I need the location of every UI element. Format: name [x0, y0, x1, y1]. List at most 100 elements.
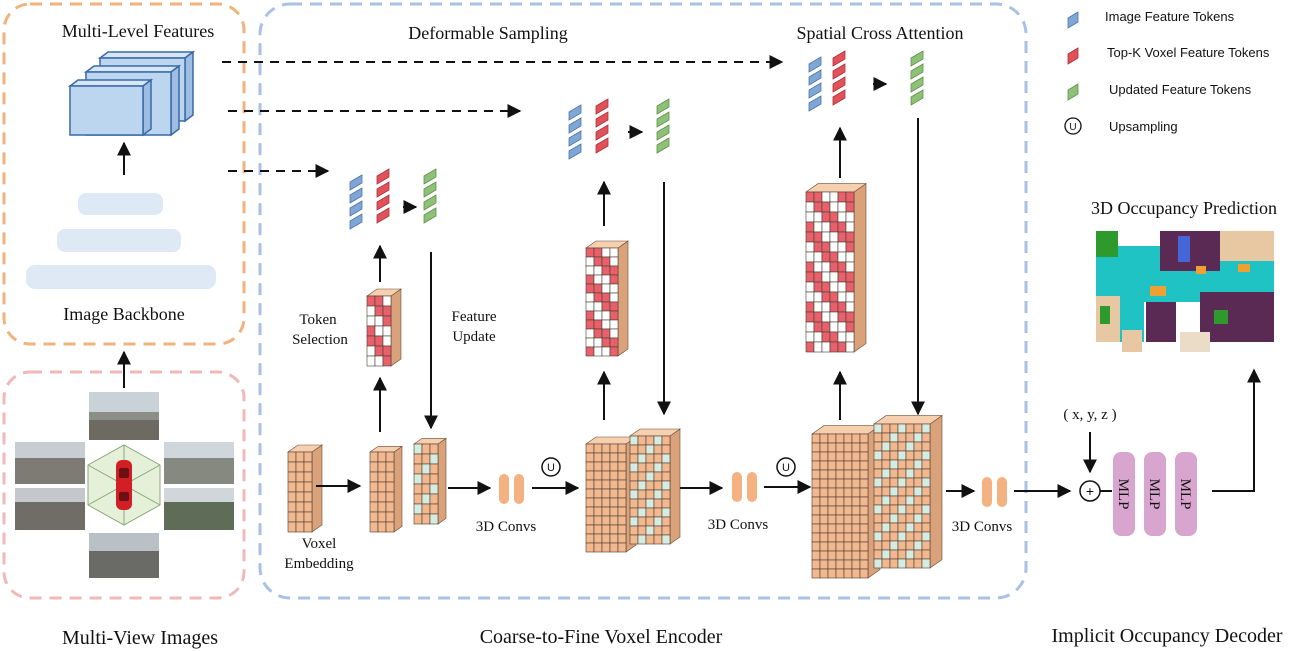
- mlp-block-1: MLP: [1113, 452, 1135, 536]
- upsample-1: U: [541, 457, 561, 477]
- svg-text:U: U: [547, 462, 555, 474]
- conv-label-2: 3D Convs: [708, 517, 769, 533]
- coord-input-label: ( x, y, z ): [1063, 407, 1116, 423]
- level2-image-tokens-token: [568, 130, 582, 147]
- level3-updated-tokens-token: [910, 63, 924, 80]
- level1-updated-tokens-token: [423, 181, 437, 198]
- level3-topk-tokens-token: [832, 63, 846, 80]
- backbone-level-2: [57, 229, 181, 252]
- level2-updated-tokens-token: [656, 124, 670, 141]
- feature-update-label-2: Update: [452, 329, 496, 345]
- level2-updated-tokens: [656, 98, 670, 154]
- level2-voxel-grid: [585, 436, 637, 553]
- level1-topk-tokens: [376, 168, 390, 224]
- backbone-level-1: [78, 193, 163, 215]
- level2-topk-tokens-token: [595, 111, 609, 128]
- multi-view-images: [15, 392, 234, 578]
- level3-voxel-grid: [811, 425, 881, 579]
- feature-map-1: [67, 78, 154, 137]
- level2-image-tokens-token: [568, 117, 582, 134]
- multi-level-features-label: Multi-Level Features: [62, 21, 214, 41]
- level3-topk-tokens-token: [832, 76, 846, 93]
- level1-image-tokens-token: [349, 200, 363, 217]
- mlp-block-2: MLP: [1144, 452, 1166, 536]
- level3-topk-tokens: [832, 50, 846, 106]
- token-selection-label-1: Token: [299, 312, 337, 328]
- level2-updated-tokens-token: [656, 98, 670, 115]
- encoder-group-box: [258, 2, 1028, 600]
- level1-topk-tokens-token: [376, 168, 390, 185]
- level1-topk-tokens-token: [376, 181, 390, 198]
- level3-updated-voxel-grid: [873, 415, 943, 569]
- level1-voxel-grid: [369, 445, 403, 533]
- level3-image-tokens: [808, 56, 822, 112]
- legend-image-tokens: Image Feature Tokens: [1067, 9, 1235, 29]
- feature-maps: [67, 50, 196, 137]
- caption-encoder: Coarse-to-Fine Voxel Encoder: [480, 626, 723, 648]
- level2-topk-tokens: [595, 98, 609, 154]
- voxel-embedding-label-2: Embedding: [284, 556, 354, 572]
- level2-updated-tokens-token: [656, 111, 670, 128]
- token-selection-label-2: Selection: [292, 332, 348, 348]
- level3-token-selection-grid: [805, 183, 867, 353]
- level1-updated-tokens: [423, 168, 437, 224]
- level1-image-tokens-token: [349, 174, 363, 191]
- level2-topk-tokens-token: [595, 137, 609, 154]
- level3-updated-tokens: [910, 50, 924, 106]
- level2-token-selection-grid: [585, 240, 629, 357]
- conv-block-3: [982, 477, 1007, 507]
- svg-text:Updated Feature Tokens: Updated Feature Tokens: [1109, 82, 1252, 97]
- legend-upsampling: U Upsampling: [1064, 117, 1178, 135]
- svg-text:MLP: MLP: [1115, 479, 1131, 510]
- level1-token-selection-grid: [366, 288, 402, 367]
- level1-topk-tokens-token: [376, 194, 390, 211]
- level1-topk-tokens-token: [376, 207, 390, 224]
- mlp-to-prediction-arrow: [1212, 368, 1261, 492]
- level1-image-tokens-token: [349, 213, 363, 230]
- level3-image-tokens-token: [808, 56, 822, 73]
- level2-image-tokens-token: [568, 143, 582, 160]
- svg-text:MLP: MLP: [1177, 479, 1193, 510]
- level1-updated-tokens-token: [423, 168, 437, 185]
- svg-text:+: +: [1086, 483, 1094, 499]
- level1-updated-voxel-grid: [413, 437, 447, 525]
- mlp-block-3: MLP: [1175, 452, 1197, 536]
- backbone-group-box: [2, 2, 246, 346]
- backbone-level-3: [26, 265, 216, 289]
- ego-car-icon: [116, 460, 132, 510]
- legend-topk-tokens: Top-K Voxel Feature Tokens: [1067, 45, 1270, 65]
- voxel-embedding-grid: [287, 444, 323, 533]
- level1-image-tokens: [349, 174, 363, 230]
- level1-updated-tokens-token: [423, 207, 437, 224]
- image-backbone-label: Image Backbone: [63, 304, 184, 324]
- caption-multi-view-images: Multi-View Images: [62, 627, 218, 649]
- level3-updated-tokens-token: [910, 50, 924, 67]
- level2-updated-voxel-grid: [629, 428, 681, 545]
- svg-text:U: U: [1069, 122, 1076, 133]
- svg-text:Upsampling: Upsampling: [1109, 119, 1178, 134]
- conv-label-1: 3D Convs: [476, 519, 537, 535]
- legend: Image Feature Tokens Top-K Voxel Feature…: [1064, 9, 1270, 135]
- level2-image-tokens-token: [568, 104, 582, 121]
- level3-topk-tokens-token: [832, 50, 846, 67]
- level2-updated-tokens-token: [656, 137, 670, 154]
- level2-image-tokens: [568, 104, 582, 160]
- conv-block-2: [732, 472, 757, 502]
- level3-topk-tokens-token: [832, 89, 846, 106]
- conv-block-1: [499, 474, 524, 504]
- upsample-2: U: [776, 457, 796, 477]
- sum-node: +: [1079, 480, 1101, 502]
- svg-text:Image Feature Tokens: Image Feature Tokens: [1105, 9, 1235, 24]
- occupancy-prediction-image: [1096, 231, 1274, 357]
- level3-updated-tokens-token: [910, 76, 924, 93]
- level2-topk-tokens-token: [595, 124, 609, 141]
- svg-text:Top-K Voxel Feature Tokens: Top-K Voxel Feature Tokens: [1107, 45, 1270, 60]
- svg-text:U: U: [782, 462, 790, 474]
- feature-update-label-1: Feature: [452, 309, 497, 325]
- deformable-sampling-label: Deformable Sampling: [408, 23, 567, 43]
- level3-image-tokens-token: [808, 82, 822, 99]
- level3-image-tokens-token: [808, 95, 822, 112]
- level2-topk-tokens-token: [595, 98, 609, 115]
